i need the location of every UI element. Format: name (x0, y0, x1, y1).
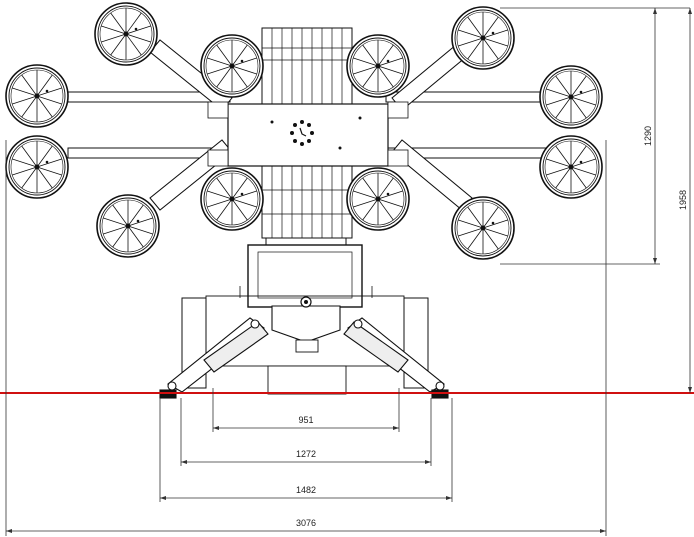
dimension-arrows (6, 8, 692, 533)
suction-pad (200, 167, 264, 231)
suction-pad (346, 167, 410, 231)
dimension-label-3076: 3076 (296, 518, 316, 528)
dimension-label-1482: 1482 (296, 485, 316, 495)
dimension-label-1272: 1272 (296, 449, 316, 459)
suction-pad (94, 2, 158, 66)
suction-pad (539, 135, 603, 199)
suction-pad (451, 6, 515, 70)
suction-pad (346, 34, 410, 98)
cylinder-details (262, 28, 352, 238)
dimension-label-1290: 1290 (643, 126, 653, 146)
dimension-lines (5, 7, 691, 536)
suction-pad (5, 64, 69, 128)
dimension-label-951: 951 (298, 415, 313, 425)
machine-body (181, 237, 429, 395)
suction-pad (96, 194, 160, 258)
rotation-symbol (290, 120, 314, 146)
suction-pad (451, 196, 515, 260)
dimension-label-1958: 1958 (678, 190, 688, 210)
suction-pad (5, 135, 69, 199)
center-plate (207, 101, 409, 167)
suction-pad (200, 34, 264, 98)
suction-pad (539, 65, 603, 129)
